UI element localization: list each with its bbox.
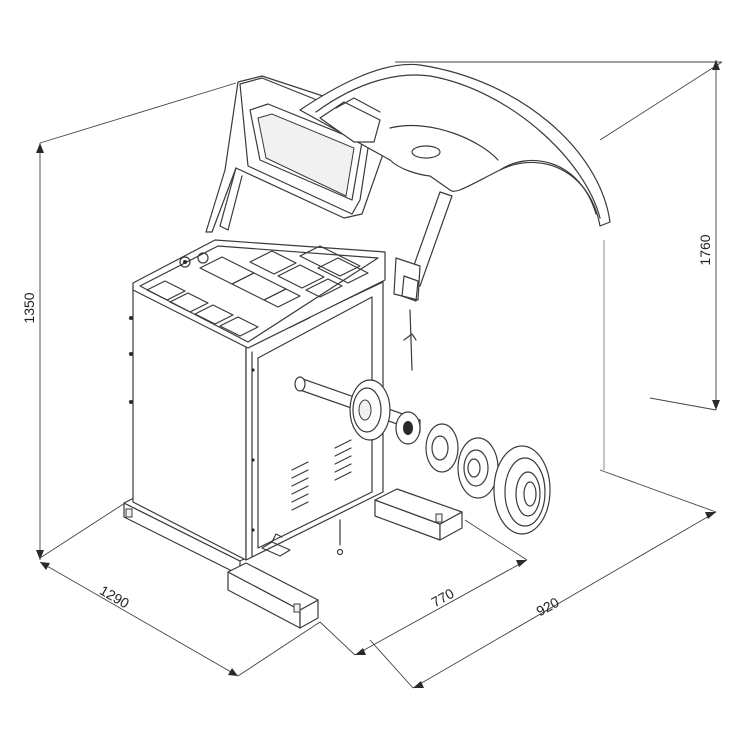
dim-label-1760: 1760 [697, 234, 713, 265]
dimension-lines [36, 60, 723, 689]
cabinet [129, 281, 384, 561]
weight-tray [132, 239, 386, 349]
dim-label-770: 770 [428, 585, 456, 610]
wheel-guard-hood [299, 63, 611, 371]
dim-label-1290: 1290 [97, 582, 132, 612]
shaft-assembly [294, 376, 551, 535]
dim-label-1350: 1350 [21, 292, 37, 323]
